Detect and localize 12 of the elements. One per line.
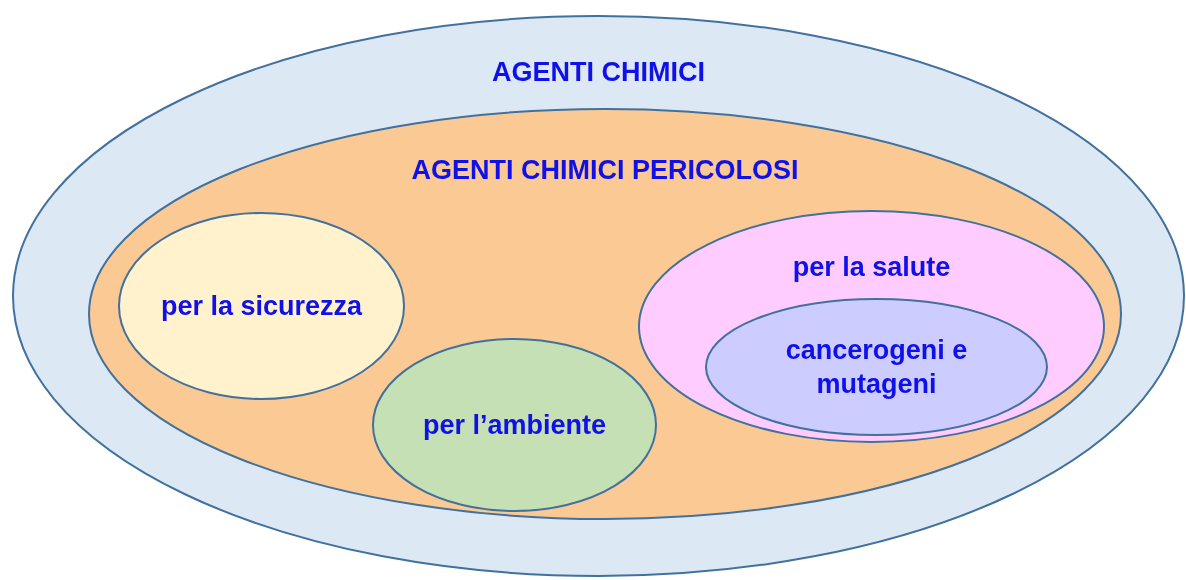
- ellipse-region: [372, 338, 657, 512]
- region-label: per la salute: [792, 251, 951, 284]
- region-label: per la sicurezza: [160, 290, 363, 323]
- ellipse-region: [705, 298, 1048, 436]
- region-label: AGENTI CHIMICI: [492, 56, 705, 89]
- region-label: per l’ambiente: [422, 409, 607, 442]
- ellipse-region: [638, 210, 1105, 443]
- region-label: AGENTI CHIMICI PERICOLOSI: [411, 154, 799, 187]
- ellipse-region: [118, 212, 405, 400]
- ellipse-region: [12, 15, 1185, 577]
- region-label: cancerogeni e mutageni: [784, 334, 969, 401]
- ellipse-region: [88, 108, 1122, 520]
